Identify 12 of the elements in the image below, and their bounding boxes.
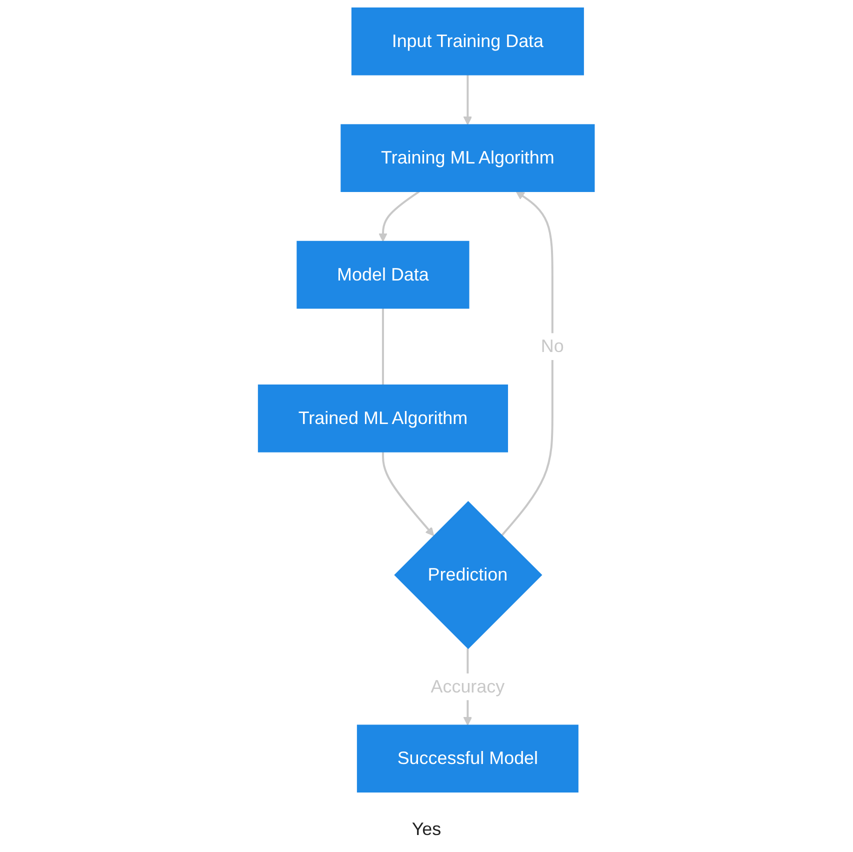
node-box: Successful Model xyxy=(357,724,579,793)
arrow xyxy=(463,74,472,126)
node-box: Trained ML Algorithm xyxy=(258,384,508,452)
note-text: Yes xyxy=(412,819,442,839)
arrow xyxy=(382,452,434,536)
node-diamond: Prediction xyxy=(394,501,542,650)
node-box: Training ML Algorithm xyxy=(340,124,595,192)
arrow xyxy=(501,191,554,536)
arrow xyxy=(378,190,420,242)
connector xyxy=(382,308,384,386)
node-box: Model Data xyxy=(296,240,470,309)
node-box: Input Training Data xyxy=(352,7,584,76)
